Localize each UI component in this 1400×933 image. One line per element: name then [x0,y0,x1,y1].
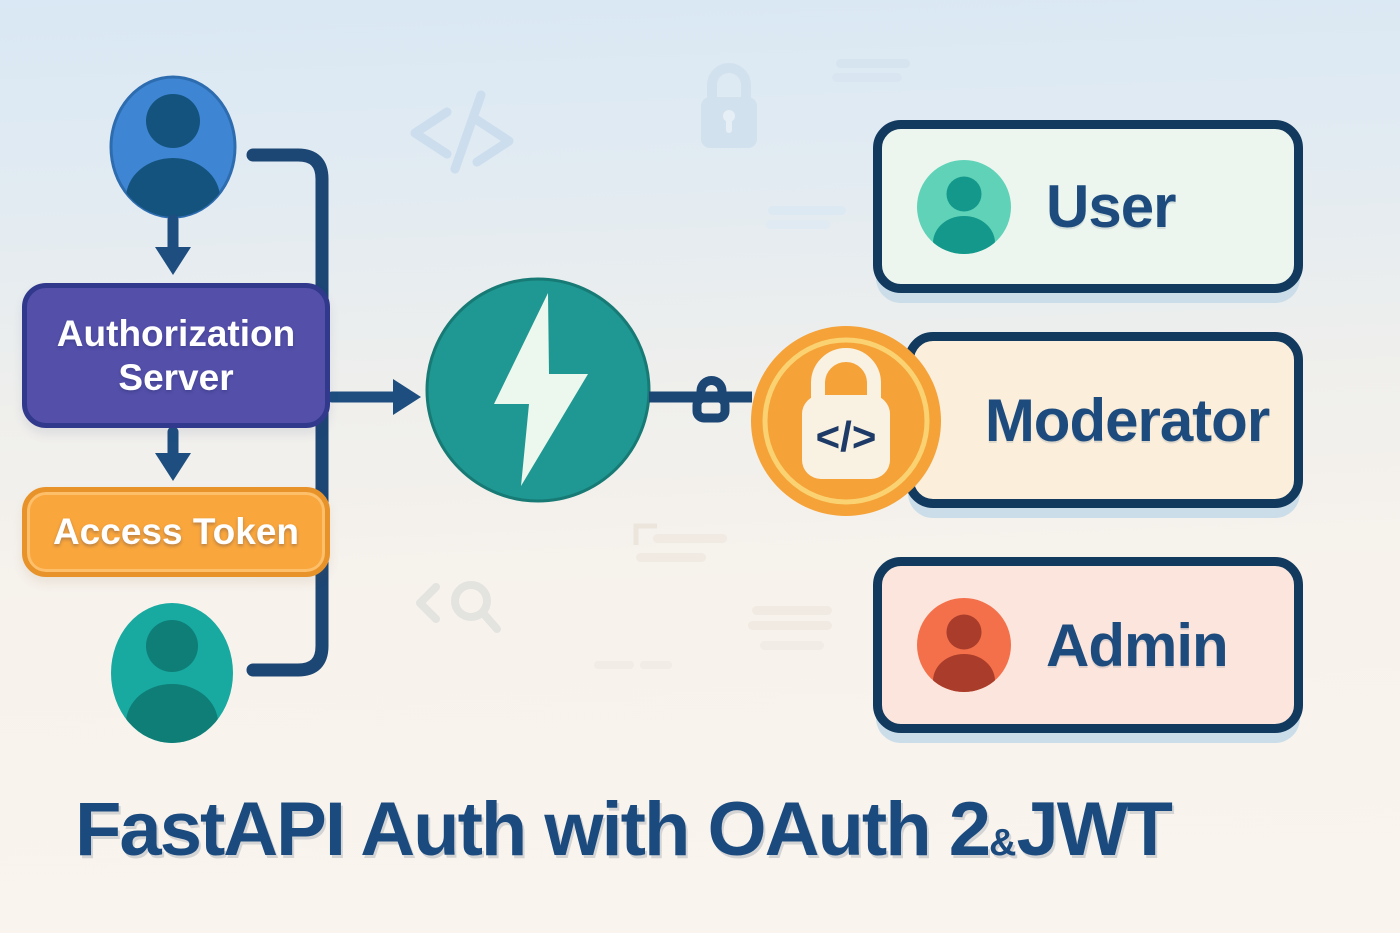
role-card-moderator: Moderator [905,332,1303,508]
page-title-suffix: JWT [1016,787,1172,872]
access-token-label: Access Token [52,511,300,553]
padlock-watermark-icon [701,63,757,148]
role-label-user: User [1046,173,1176,240]
page-title: FastAPI Auth with OAuth 2&JWT [75,786,1173,873]
resource-owner-avatar-icon [111,603,233,743]
code-brackets-watermark-icon [410,90,514,174]
code-symbol-text: </> [816,413,877,460]
text-lines-watermark [594,523,832,669]
access-token-box: Access Token [22,487,330,577]
padlock-inline-icon [692,376,730,423]
role-label-moderator: Moderator [984,386,1270,454]
authorization-server-label: Authorization Server [56,312,296,398]
padlock-code-badge-icon: </> [751,326,941,516]
right-arrow-icon [326,379,421,415]
search-watermark-icon [416,581,501,633]
text-lines-watermark [832,59,910,82]
role-card-user: User [873,120,1303,293]
page-title-main: FastAPI Auth with OAuth 2 [75,787,991,872]
down-arrow-icon [155,214,191,275]
role-label-admin: Admin [1046,611,1229,679]
user-avatar-icon [917,159,1011,254]
page-title-ampersand: & [989,822,1017,864]
text-lines-watermark [766,206,846,229]
role-card-admin: Admin [873,557,1303,733]
admin-avatar-icon [917,598,1011,692]
fastapi-lightning-icon [425,277,651,503]
authorization-server-box: Authorization Server [22,283,330,428]
client-avatar-icon [109,75,237,219]
down-arrow-icon [155,426,191,481]
